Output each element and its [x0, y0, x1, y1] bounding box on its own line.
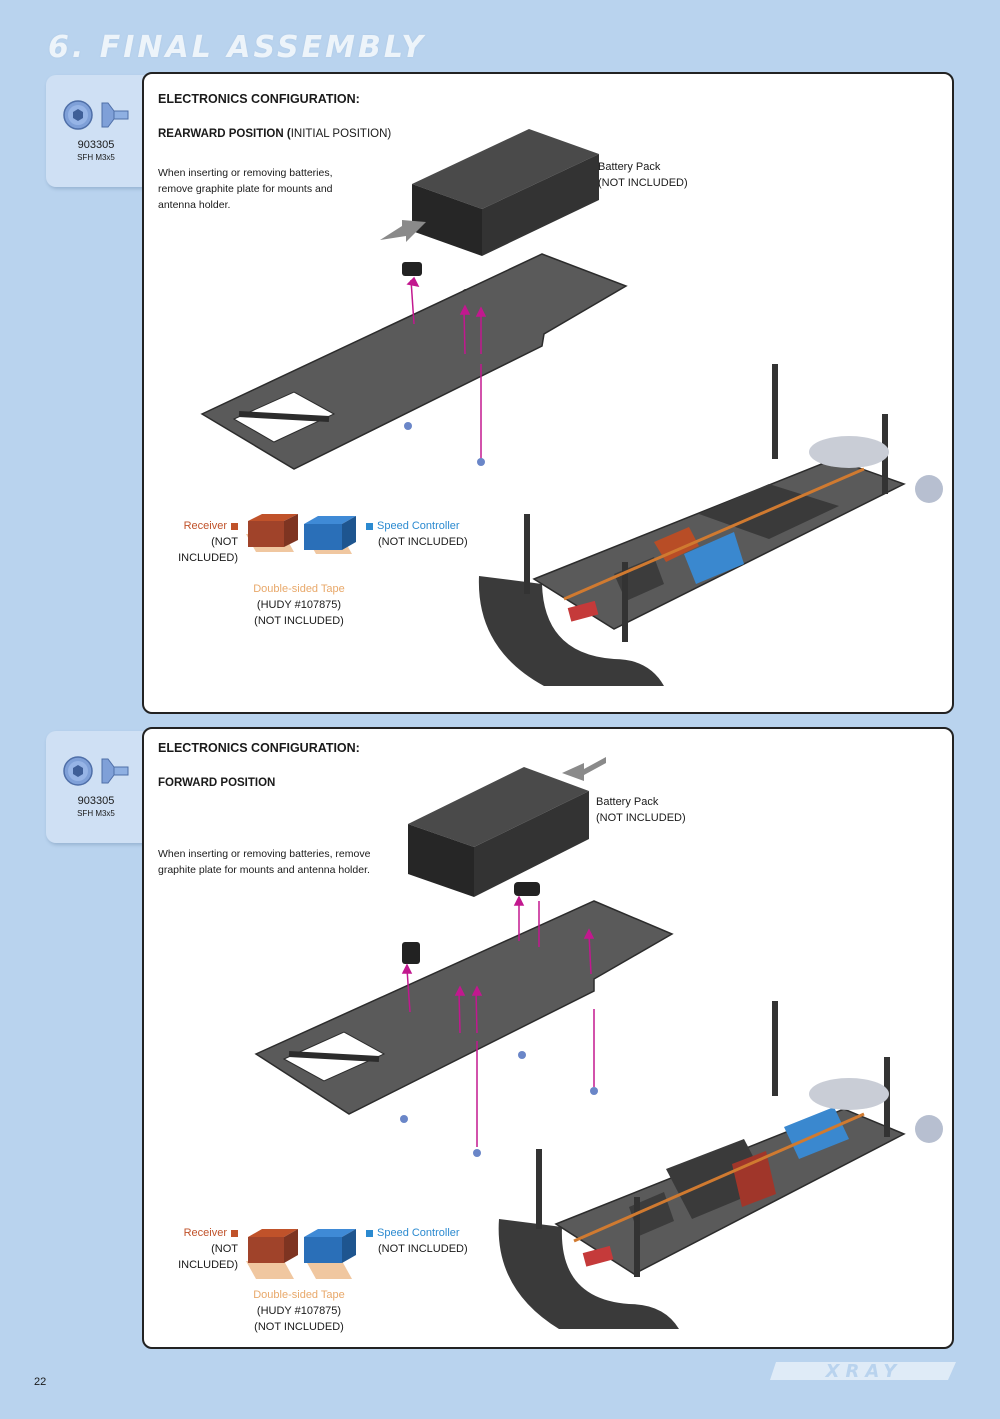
car-chassis-image	[478, 364, 943, 686]
tape-note: (NOT INCLUDED)	[254, 1321, 344, 1333]
battery-note: (NOT INCLUDED)	[598, 177, 688, 189]
receiver-name: Receiver	[183, 520, 227, 532]
receiver-image	[246, 514, 298, 552]
tape-name: Double-sided Tape	[253, 1289, 345, 1301]
screw-side-icon	[101, 102, 129, 128]
xray-logo: XRAY	[770, 1361, 956, 1382]
part-code: 903305	[77, 795, 115, 807]
note-line: When inserting or removing batteries, re…	[158, 848, 371, 860]
speed-controller-note: (NOT INCLUDED)	[378, 1243, 468, 1255]
note-line: graphite plate for mounts and antenna ho…	[158, 864, 370, 876]
panel-title: ELECTRONICS CONFIGURATION:	[158, 741, 360, 755]
speed-controller-color-square	[366, 522, 373, 530]
note-line: When inserting or removing batteries,	[158, 167, 333, 179]
tape-part: (HUDY #107875)	[256, 599, 342, 611]
tape-part: (HUDY #107875)	[256, 1305, 342, 1317]
tape-label: Double-sided Tape (HUDY #107875) (NOT IN…	[244, 581, 354, 629]
battery-pack-label: Battery Pack (NOT INCLUDED)	[596, 794, 686, 826]
assembly-note: When inserting or removing batteries, re…	[158, 165, 333, 213]
battery-mount	[402, 942, 420, 964]
receiver-note: (NOT INCLUDED)	[178, 536, 238, 564]
part-desc: SFH M3x5	[77, 809, 115, 818]
panel-rearward: ELECTRONICS CONFIGURATION: REARWARD POSI…	[142, 72, 954, 714]
speed-controller-label: Speed Controller (NOT INCLUDED)	[366, 518, 468, 550]
assembly-note: When inserting or removing batteries, re…	[158, 846, 370, 878]
note-line: antenna holder.	[158, 199, 231, 211]
panel-subtitle: REARWARD POSITION (INITIAL POSITION)	[158, 128, 391, 140]
battery-mount	[514, 882, 540, 896]
speed-controller-label: Speed Controller (NOT INCLUDED)	[366, 1225, 468, 1257]
screw-icon	[518, 1051, 526, 1059]
chassis-plate-image	[254, 900, 674, 1115]
speed-controller-image	[304, 1229, 356, 1279]
battery-pack-image	[412, 129, 599, 256]
battery-name: Battery Pack	[598, 161, 661, 173]
chassis-plate-image	[200, 253, 628, 470]
assembly-illustration	[200, 129, 943, 686]
screw-icon	[400, 1115, 408, 1123]
logo-text: XRAY	[825, 1361, 903, 1382]
battery-mount	[402, 262, 422, 276]
assembly-illustration	[246, 757, 943, 1329]
receiver-label: Receiver (NOT INCLUDED)	[156, 1225, 238, 1273]
receiver-color-square	[231, 522, 238, 530]
note-line: remove graphite plate for mounts and	[158, 183, 333, 195]
speed-controller-name: Speed Controller	[377, 520, 460, 532]
screw-head-icon	[63, 100, 93, 130]
receiver-label: Receiver (NOT INCLUDED)	[156, 518, 238, 566]
section-title: 6. FINAL ASSEMBLY	[48, 30, 426, 65]
receiver-color-square	[231, 1229, 238, 1237]
screw-side-icon	[101, 758, 129, 784]
part-code: 903305	[77, 139, 115, 151]
panel-forward: ELECTRONICS CONFIGURATION: FORWARD POSIT…	[142, 727, 954, 1349]
screw-head-icon	[63, 756, 93, 786]
speed-controller-note: (NOT INCLUDED)	[378, 536, 468, 548]
part-desc: SFH M3x5	[77, 153, 115, 162]
panel-subtitle: FORWARD POSITION	[158, 777, 275, 789]
battery-pack-image	[408, 767, 589, 897]
screw-icon	[477, 458, 485, 466]
battery-note: (NOT INCLUDED)	[596, 812, 686, 824]
part-icons	[62, 99, 132, 138]
part-tab-2: 903305 SFH M3x5	[46, 731, 156, 843]
car-chassis-image	[498, 1001, 943, 1329]
subtitle-bold: FORWARD POSITION	[158, 777, 276, 789]
screw-icon	[590, 1087, 598, 1095]
battery-name: Battery Pack	[596, 796, 659, 808]
part-icons	[62, 755, 132, 794]
panel-title: ELECTRONICS CONFIGURATION:	[158, 92, 360, 106]
receiver-note: (NOT INCLUDED)	[178, 1243, 238, 1271]
screw-icon	[404, 422, 412, 430]
receiver-image	[246, 1229, 298, 1279]
insert-arrow-icon	[562, 757, 606, 781]
speed-controller-name: Speed Controller	[377, 1227, 460, 1239]
receiver-name: Receiver	[183, 1227, 227, 1239]
speed-controller-color-square	[366, 1229, 373, 1237]
mount-arrows	[406, 276, 487, 459]
tape-note: (NOT INCLUDED)	[254, 615, 344, 627]
insert-arrow-icon	[380, 220, 426, 242]
mount-arrows	[401, 895, 595, 1147]
tape-name: Double-sided Tape	[253, 583, 345, 595]
part-tab-1: 903305 SFH M3x5	[46, 75, 156, 187]
page-number: 22	[34, 1376, 47, 1388]
battery-pack-label: Battery Pack (NOT INCLUDED)	[598, 159, 688, 191]
screw-icon	[473, 1149, 481, 1157]
tape-label: Double-sided Tape (HUDY #107875) (NOT IN…	[244, 1287, 354, 1335]
subtitle-normal: INITIAL POSITION)	[290, 128, 392, 140]
speed-controller-image	[304, 516, 356, 554]
subtitle-bold: REARWARD POSITION (	[158, 128, 291, 140]
